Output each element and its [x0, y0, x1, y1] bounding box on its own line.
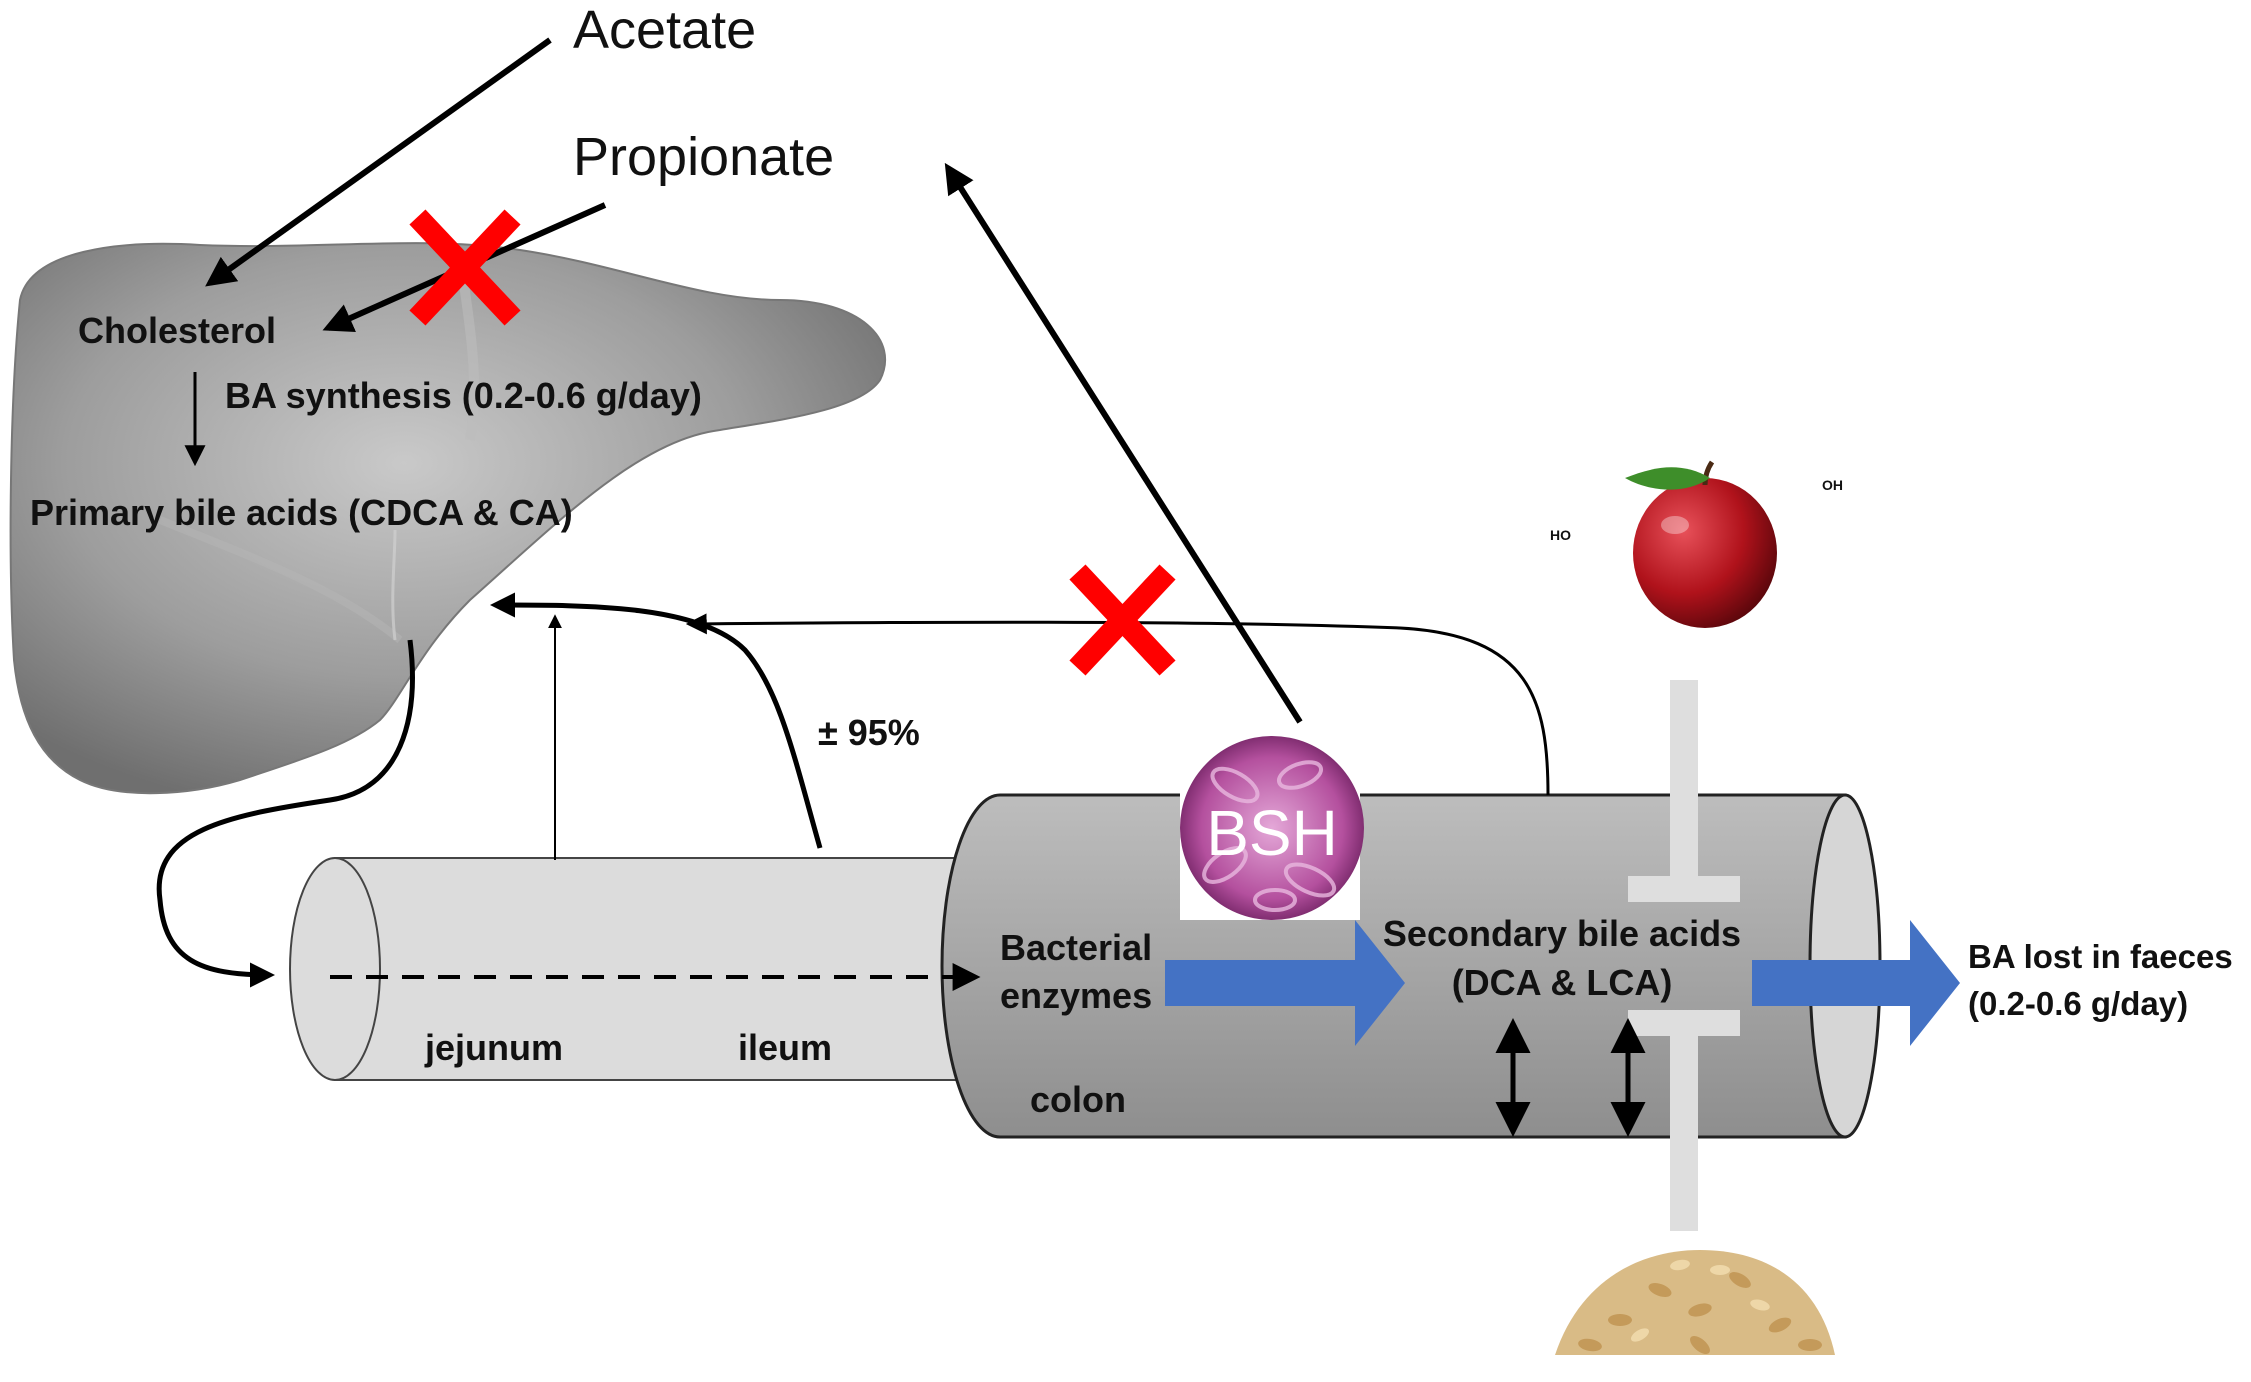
small-intestine-cylinder: [289, 857, 996, 1081]
primary-bile-acids-label: Primary bile acids (CDCA & CA): [30, 492, 573, 533]
ileum-reabsorption-curve: [490, 592, 823, 849]
jejunum-label: jejunum: [424, 1027, 563, 1068]
enzymes-to-secondary-blue-arrow: [1165, 920, 1405, 1046]
bacterial-enzymes-label-line1: Bacterial: [1000, 927, 1152, 968]
liver-to-jejunum-curve: [156, 639, 415, 988]
ba-lost-faeces-label-line2: (0.2-0.6 g/day): [1968, 985, 2188, 1022]
colon-reabsorption-curve: [685, 613, 1550, 796]
secondary-bile-acids-label-line2: (DCA & LCA): [1452, 962, 1673, 1003]
reabsorption-percent-label: ± 95%: [818, 712, 920, 753]
bacterial-enzymes-label-line2: enzymes: [1000, 975, 1152, 1016]
acetate-to-cholesterol-arrow: [205, 37, 552, 287]
propionate-label: Propionate: [573, 127, 834, 187]
bsh-to-propionate-arrow: [944, 162, 1303, 724]
cholesterol-label: Cholesterol: [78, 310, 276, 351]
fiber-inhibition-bar: [1628, 680, 1740, 1231]
bsh-label: BSH: [1206, 797, 1338, 869]
ba-synthesis-label: BA synthesis (0.2-0.6 g/day): [225, 375, 702, 416]
ho-label: HO: [1550, 527, 1571, 543]
colon-label: colon: [1030, 1079, 1126, 1120]
bsh-bacteria-image: [1180, 736, 1364, 920]
pathway-arrows: [156, 37, 1646, 1137]
oh-label: OH: [1822, 477, 1843, 493]
leaf-icon: [1625, 467, 1710, 490]
faeces-blue-arrow: [1752, 920, 1960, 1046]
blue-flow-arrows: [1165, 920, 1960, 1046]
ileum-label: ileum: [738, 1027, 832, 1068]
red-cross-colon-reabsorption: [1069, 564, 1176, 676]
acetate-label: Acetate: [573, 0, 756, 60]
ba-lost-faeces-label-line1: BA lost in faeces: [1968, 938, 2233, 975]
red-cross-propionate: [409, 209, 521, 326]
apple-image: [1625, 460, 1777, 628]
oats-image: [1555, 1250, 1835, 1355]
secondary-bile-acids-label-line1: Secondary bile acids: [1383, 913, 1741, 954]
